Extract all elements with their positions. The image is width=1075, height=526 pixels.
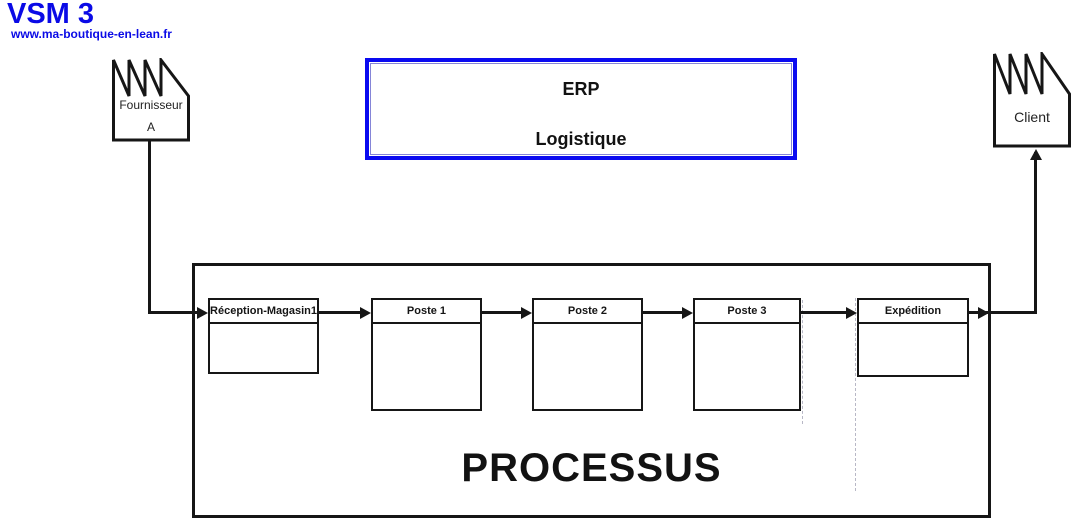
arrow-head-right-icon (682, 306, 693, 319)
page-break-line (855, 298, 856, 491)
arrow-line (482, 311, 522, 314)
arrow-line (968, 311, 1037, 314)
factory-icon (993, 52, 1071, 148)
supplier-name-label: Fournisseur (119, 98, 183, 112)
arrow-head-right-icon (846, 306, 857, 319)
process-step-box: Poste 2 (532, 298, 643, 411)
erp-box: ERP Logistique (365, 58, 797, 160)
process-step-label: Poste 1 (373, 300, 480, 324)
process-step-label: Expédition (859, 300, 967, 324)
page-title: VSM 3 (7, 0, 95, 30)
process-container (192, 263, 991, 518)
process-step-box: Réception-Magasin1 (208, 298, 319, 374)
process-step-box: Expédition (857, 298, 969, 377)
process-step-box: Poste 1 (371, 298, 482, 411)
customer-name-label: Client (1014, 109, 1050, 125)
arrow-head-right-icon (978, 306, 989, 319)
arrow-line (643, 311, 683, 314)
erp-title: ERP (562, 79, 600, 99)
arrow-head-up-icon (1029, 149, 1042, 160)
arrow-line (1034, 152, 1037, 314)
erp-box-inner-border (370, 63, 792, 155)
process-step-label: Réception-Magasin1 (210, 300, 317, 324)
supplier-factory: Fournisseur A (112, 58, 190, 142)
customer-factory: Client (993, 52, 1071, 148)
factory-icon (112, 58, 190, 142)
arrow-head-right-icon (197, 306, 208, 319)
arrow-line (148, 140, 151, 314)
process-step-label: Poste 2 (534, 300, 641, 324)
process-step-box: Poste 3 (693, 298, 801, 411)
arrow-head-right-icon (521, 306, 532, 319)
process-title: PROCESSUS (461, 446, 722, 490)
site-url: www.ma-boutique-en-lean.fr (11, 27, 172, 41)
erp-subtitle: Logistique (535, 129, 627, 149)
supplier-variant-label: A (146, 120, 155, 134)
page-break-line (802, 300, 803, 424)
arrow-line (148, 311, 198, 314)
process-step-label: Poste 3 (695, 300, 799, 324)
arrow-head-right-icon (360, 306, 371, 319)
arrow-line (319, 311, 361, 314)
arrow-line (800, 311, 847, 314)
